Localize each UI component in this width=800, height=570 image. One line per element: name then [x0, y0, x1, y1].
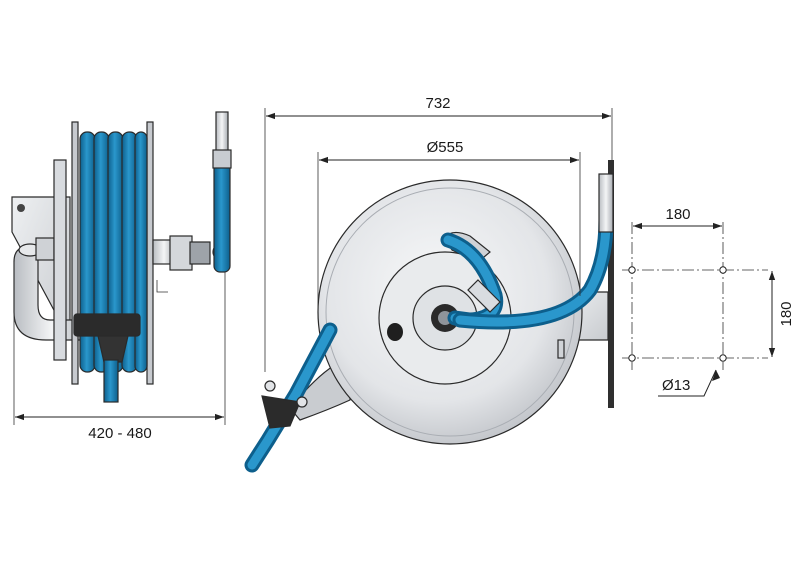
- mounting-hole-bottom-left: [628, 354, 636, 362]
- front-feed-guide: [261, 395, 301, 429]
- side-outlet-ferrule: [212, 149, 232, 169]
- side-view: 420 - 480: [11, 111, 232, 442]
- mounting-hole-top-left: [628, 266, 636, 274]
- side-handle-hook: [156, 280, 168, 293]
- overall-width-label: 732: [425, 95, 450, 112]
- side-pipe-flange: [35, 237, 55, 261]
- mounting-hole-bottom-right: [719, 354, 727, 362]
- mounting-hole-pattern: 180 180 Ø13: [622, 206, 795, 397]
- hole-diameter-leader: [658, 369, 717, 397]
- side-hose-clamp: [73, 313, 141, 337]
- side-hose-guide: [97, 335, 129, 363]
- front-wall-bar: [608, 160, 614, 408]
- front-drum-slot: [387, 323, 403, 341]
- hole-diameter-label: Ø13: [662, 377, 690, 394]
- front-outlet-pipe: [598, 173, 614, 233]
- drum-diameter-label: Ø555: [427, 139, 464, 156]
- hole-spacing-h-label: 180: [665, 206, 690, 223]
- side-hose-outlet: [103, 359, 119, 403]
- front-view: 732 Ø555: [244, 95, 614, 473]
- side-hub-frame: [53, 159, 67, 361]
- front-feed-bolt-1: [264, 380, 276, 392]
- front-feed-bolt-2: [296, 396, 308, 408]
- front-swivel-fitting: [467, 279, 501, 313]
- hole-spacing-v-label: 180: [778, 301, 795, 326]
- side-flange-left: [71, 121, 79, 385]
- side-outlet-pipe: [215, 111, 229, 155]
- side-swivel: [169, 235, 193, 271]
- mounting-hole-top-right: [719, 266, 727, 274]
- side-flange-right: [146, 121, 154, 385]
- side-plate-bolt: [17, 204, 25, 212]
- side-swivel-nut: [189, 241, 211, 265]
- front-drum-latch: [557, 339, 565, 359]
- side-depth-label: 420 - 480: [88, 425, 151, 442]
- side-hose-coils: [79, 131, 148, 373]
- side-outlet-hose: [213, 151, 231, 273]
